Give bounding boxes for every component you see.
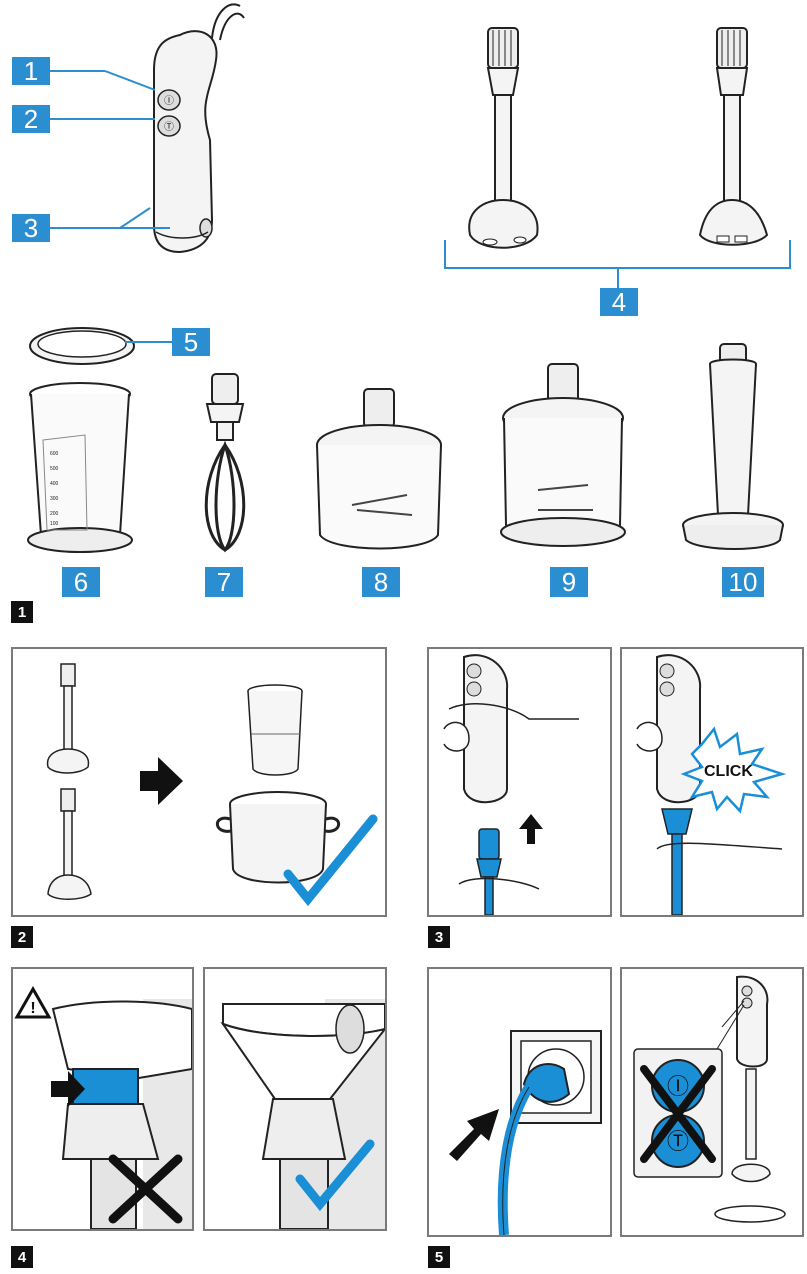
figure-2-illustration (46, 663, 378, 907)
chopper-large (500, 363, 626, 547)
svg-text:600: 600 (50, 451, 59, 457)
cooking-pot-icon (215, 791, 341, 884)
click-burst-shape (680, 726, 787, 814)
svg-text:200: 200 (50, 511, 59, 517)
figure-number-2: 2 (11, 926, 33, 948)
arrow-right-icon (51, 1071, 85, 1107)
figure-number-1: 1 (11, 601, 33, 623)
arrow-right-icon (140, 757, 183, 805)
beaker-lid (29, 327, 175, 365)
figure-3-panel-b: CLICK (620, 647, 804, 917)
arrow-icon (449, 1109, 499, 1161)
figure-5-panel-a (427, 967, 612, 1237)
measuring-beaker: 600 500 400 300 200 100 (27, 382, 133, 553)
click-text: CLICK (704, 763, 753, 780)
beaker-icon (247, 684, 303, 776)
part-label-1: 1 (12, 56, 50, 86)
svg-text:!: ! (30, 1000, 35, 1017)
figure-3-panel-a (427, 647, 612, 917)
whisk (204, 373, 246, 553)
blender-foot-alternative (698, 27, 769, 246)
svg-text:Ⓣ: Ⓣ (164, 121, 174, 133)
svg-text:100: 100 (50, 521, 59, 527)
foot-click-illustration (636, 654, 787, 915)
blender-foot-standard (468, 27, 539, 249)
potato-masher (682, 343, 784, 550)
chopper-small (316, 388, 442, 550)
cross-icon (640, 1065, 716, 1163)
svg-text:400: 400 (50, 481, 59, 487)
figure-4-panel-b (203, 967, 387, 1231)
incorrect-assembly-illustration: ! (14, 985, 192, 1229)
part-label-10: 10 (722, 567, 764, 597)
part-label-4: 4 (600, 287, 638, 317)
buttons-warning-illustration: Ⓘ Ⓣ (633, 975, 786, 1223)
part-label-5: 5 (172, 327, 210, 357)
arrow-up-icon (519, 814, 543, 844)
part-label-3: 3 (12, 213, 50, 243)
svg-text:500: 500 (50, 466, 59, 472)
figure-2-panel (11, 647, 387, 917)
attach-foot-illustration (443, 654, 579, 915)
warning-icon (14, 985, 52, 1019)
part-label-9: 9 (550, 567, 588, 597)
checkmark-icon (295, 1139, 375, 1212)
bracket-4 (444, 240, 791, 288)
hand-blender-motor-unit: Ⓘ Ⓣ (153, 3, 245, 254)
figure-4-panel-a: ! (11, 967, 194, 1231)
svg-text:Ⓘ: Ⓘ (164, 95, 174, 107)
checkmark-icon (283, 814, 378, 907)
blender-foot-icon (46, 663, 92, 900)
callout-lines (50, 70, 170, 229)
svg-text:300: 300 (50, 496, 59, 502)
figure-number-4: 4 (11, 1246, 33, 1268)
part-label-6: 6 (62, 567, 100, 597)
svg-text:Ⓘ: Ⓘ (667, 1074, 689, 1099)
part-label-8: 8 (362, 567, 400, 597)
svg-text:Ⓣ: Ⓣ (667, 1129, 689, 1154)
figure-number-5: 5 (428, 1246, 450, 1268)
correct-assembly-illustration (220, 999, 385, 1229)
part-label-2: 2 (12, 104, 50, 134)
figure-5-panel-b: Ⓘ Ⓣ (620, 967, 804, 1237)
cross-icon (108, 1154, 183, 1224)
blender-feet (468, 27, 769, 249)
part-label-7: 7 (205, 567, 243, 597)
plug-in-illustration (449, 1030, 602, 1235)
figure-number-3: 3 (428, 926, 450, 948)
